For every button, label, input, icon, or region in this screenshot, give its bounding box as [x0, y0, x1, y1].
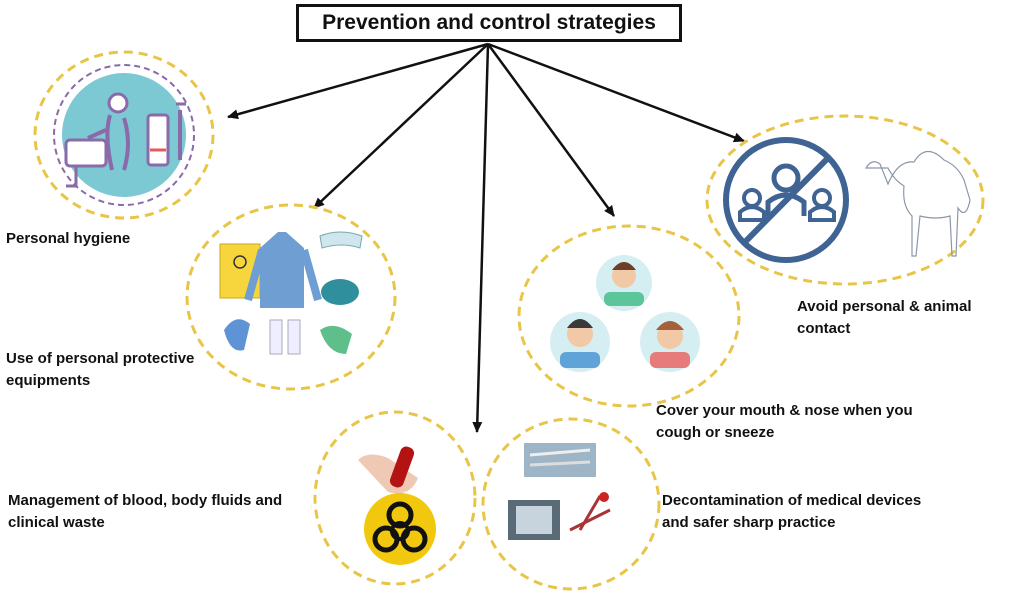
label-personal-hygiene: Personal hygiene — [6, 230, 131, 247]
ppe-icon — [219, 231, 363, 355]
ppe-circle — [185, 203, 397, 391]
arrow-to-hygiene — [227, 42, 489, 120]
blood-circle — [313, 410, 477, 586]
diagram-title: Prevention and control strategies — [296, 4, 682, 42]
cough-circle — [517, 224, 741, 408]
contact-circle — [705, 114, 985, 286]
label-avoid-contact: Avoid personal & animal contact — [797, 298, 972, 337]
label-ppe: Use of personal protective equipments — [6, 350, 195, 389]
cough-etiquette-icon — [550, 255, 700, 372]
biohazard-icon — [358, 446, 436, 565]
label-blood-waste: Management of blood, body fluids and cli… — [8, 492, 283, 531]
arrow-to-blood — [472, 43, 490, 433]
arrows — [227, 42, 745, 433]
medical-devices-icon — [508, 443, 611, 540]
handwashing-icon — [53, 64, 195, 206]
label-decontamination: Decontamination of medical devices and s… — [662, 492, 922, 531]
arrow-to-contact — [487, 42, 745, 143]
arrow-to-ppe — [313, 43, 489, 209]
hygiene-circle — [33, 50, 215, 220]
decon-circle — [481, 417, 661, 591]
no-contact-camel-icon — [723, 137, 971, 263]
label-cough-sneeze: Cover your mouth & nose when you cough o… — [656, 402, 913, 441]
arrow-to-cough — [486, 43, 616, 217]
